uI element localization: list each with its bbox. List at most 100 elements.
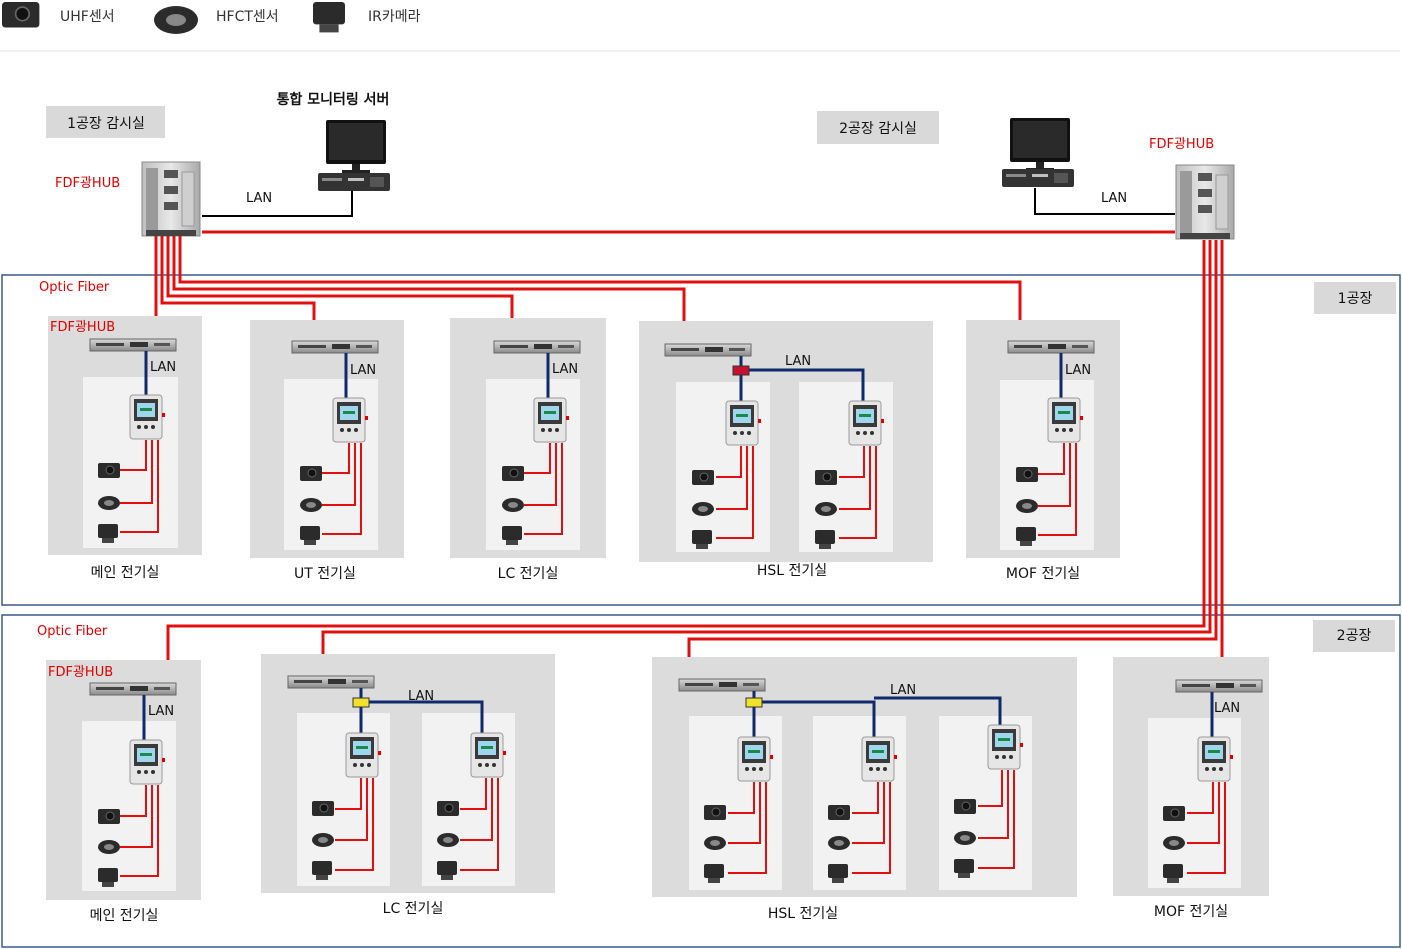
p1-room-ut-lan-label: LAN — [350, 363, 376, 378]
p2-room-lc-label: LC 전기실 — [383, 901, 444, 917]
p1-room-main-hub-label: FDF광HUB — [50, 320, 115, 335]
p2-room-main-switch-icon — [89, 682, 177, 696]
p2-room-hsl-device-3-icon — [987, 724, 1024, 770]
room2-lan-line — [1034, 188, 1175, 215]
monitor-room-2-title: 2공장 감시실 — [817, 111, 939, 144]
p2-room-mof-hfct-icon — [1163, 836, 1185, 850]
p1-room-hsl-label: HSL 전기실 — [757, 563, 827, 579]
p2-room-lc-uhf-2-icon — [436, 800, 460, 817]
p2-room-mof: LAN MOF 전기실 — [1113, 657, 1269, 920]
hfct-sensor-icon — [154, 6, 198, 34]
p1-room-ut-device-icon — [332, 397, 369, 443]
server-lan-line — [202, 191, 353, 217]
p1-room-mof-switch-icon — [1007, 340, 1095, 354]
hub-label-room2: FDF광HUB — [1149, 137, 1214, 152]
p2-room-main-uhf-icon — [97, 808, 121, 825]
p1-room-mof: LAN MOF 전기실 — [966, 320, 1120, 582]
p1-room-lc-uhf-icon — [501, 465, 525, 482]
uhf-sensor-icon — [1, 1, 41, 29]
p2-room-main-hfct-icon — [98, 840, 120, 854]
p1-room-hsl-switch-icon — [664, 343, 752, 357]
plant-2-rooms: FDF광HUB LAN 메인 전기실 LAN — [46, 654, 1269, 924]
room2-monitor-icon — [1010, 118, 1070, 171]
p1-room-lc-switch-icon — [493, 340, 581, 354]
p1-room-mof-hfct-icon — [1016, 499, 1038, 513]
p1-room-hsl-device-1-icon — [725, 400, 762, 446]
server-pc-icon — [318, 173, 390, 191]
plant-1-frame — [1, 274, 1401, 606]
p2-room-hsl-uhf-1-icon — [703, 804, 727, 821]
svg-text:1공장 감시실: 1공장 감시실 — [67, 116, 145, 132]
legend: UHF센서 HFCT센서 IR카메라 — [0, 1, 1400, 52]
ir-camera-icon — [313, 2, 345, 33]
plant-2-tag: 2공장 — [1313, 620, 1395, 652]
p2-hsl-splitter-icon — [745, 697, 763, 708]
main-fdf-hub-icon — [141, 161, 201, 237]
p2-room-main-lan-label: LAN — [148, 704, 174, 719]
server-label: 통합 모니터링 서버 — [277, 91, 390, 108]
p2-room-lc-hfct-1-icon — [312, 833, 334, 847]
p2-room-hsl-label: HSL 전기실 — [768, 906, 838, 922]
room2-lan-label: LAN — [1101, 191, 1127, 206]
p2-room-hsl-uhf-3-icon — [953, 798, 977, 815]
p1-hsl-splitter-icon — [732, 365, 750, 376]
p2-room-mof-switch-icon — [1175, 679, 1263, 693]
p1-room-mof-label: MOF 전기실 — [1006, 566, 1080, 582]
p1-room-main-label: 메인 전기실 — [91, 565, 160, 581]
p2-lc-splitter-icon — [352, 697, 370, 708]
p1-room-lc: LAN LC 전기실 — [450, 318, 606, 582]
p1-room-mof-lan-label: LAN — [1065, 363, 1091, 378]
legend-hfct-label: HFCT센서 — [216, 9, 279, 25]
p1-room-hsl-hfct-2-icon — [815, 502, 837, 516]
p1-room-ut-switch-icon — [291, 340, 379, 354]
p2-room-hsl-lan-label: LAN — [890, 683, 916, 698]
p1-room-hsl-uhf-1-icon — [691, 469, 715, 486]
p1-room-main-uhf-icon — [97, 462, 121, 479]
p2-room-mof-label: MOF 전기실 — [1154, 904, 1228, 920]
p1-room-lc-label: LC 전기실 — [498, 566, 559, 582]
server-lan-label: LAN — [246, 191, 272, 206]
p2-room-lc-hfct-2-icon — [437, 833, 459, 847]
p1-room-main-device-icon — [129, 394, 166, 440]
p1-room-main-lan-label: LAN — [150, 360, 176, 375]
optic-fiber-label-2: Optic Fiber — [37, 624, 108, 639]
p2-room-hsl-hfct-1-icon — [704, 836, 726, 850]
p1-room-ut-hfct-icon — [300, 498, 322, 512]
svg-text:1공장: 1공장 — [1338, 291, 1373, 307]
p1-room-ut-label: UT 전기실 — [294, 566, 356, 582]
p1-room-hsl-uhf-2-icon — [814, 469, 838, 486]
p1-room-hsl-lan-label: LAN — [785, 354, 811, 369]
p1-room-lc-hfct-icon — [502, 498, 524, 512]
p1-room-mof-uhf-icon — [1015, 466, 1039, 483]
p2-room-lc-device-1-icon — [345, 732, 382, 778]
legend-uhf-label: UHF센서 — [60, 9, 115, 25]
svg-text:2공장: 2공장 — [1337, 628, 1372, 644]
plant-1-rooms: FDF광HUB LAN 메인 전기실 LAN — [48, 316, 1120, 582]
p1-room-hsl: LAN HSL 전기실 — [639, 321, 933, 579]
legend-ir-label: IR카메라 — [368, 9, 421, 25]
p2-room-mof-uhf-icon — [1162, 805, 1186, 822]
p2-room-main: FDF광HUB LAN 메인 전기실 — [46, 660, 201, 924]
svg-text:2공장 감시실: 2공장 감시실 — [839, 121, 917, 137]
p2-room-mof-device-icon — [1197, 736, 1234, 782]
p2-room-hsl-device-1-icon — [737, 736, 774, 782]
p1-room-hsl-hfct-1-icon — [692, 502, 714, 516]
server-monitor-icon — [326, 120, 386, 173]
p2-room-hsl-uhf-2-icon — [827, 804, 851, 821]
room2-fdf-hub-icon — [1175, 164, 1235, 240]
p2-room-main-label: 메인 전기실 — [90, 908, 159, 924]
p1-room-main-switch-icon — [89, 338, 177, 352]
p2-room-lc-lan-label: LAN — [408, 689, 434, 704]
hub-label-main: FDF광HUB — [55, 176, 120, 191]
p2-room-lc-switch-icon — [287, 675, 375, 689]
p2-room-lc: LAN LC 전기실 — [261, 654, 555, 917]
p1-room-main-hfct-icon — [98, 496, 120, 510]
p1-room-main: FDF광HUB LAN 메인 전기실 — [48, 316, 202, 581]
p2-room-lc-device-2-icon — [470, 732, 507, 778]
p2-room-main-device-icon — [129, 739, 166, 785]
plant-2-frame — [1, 614, 1401, 948]
p2-room-hsl: LAN HSL 전기실 — [652, 657, 1077, 922]
room2-pc-icon — [1002, 169, 1074, 187]
p2-room-hsl-hfct-3-icon — [954, 831, 976, 845]
